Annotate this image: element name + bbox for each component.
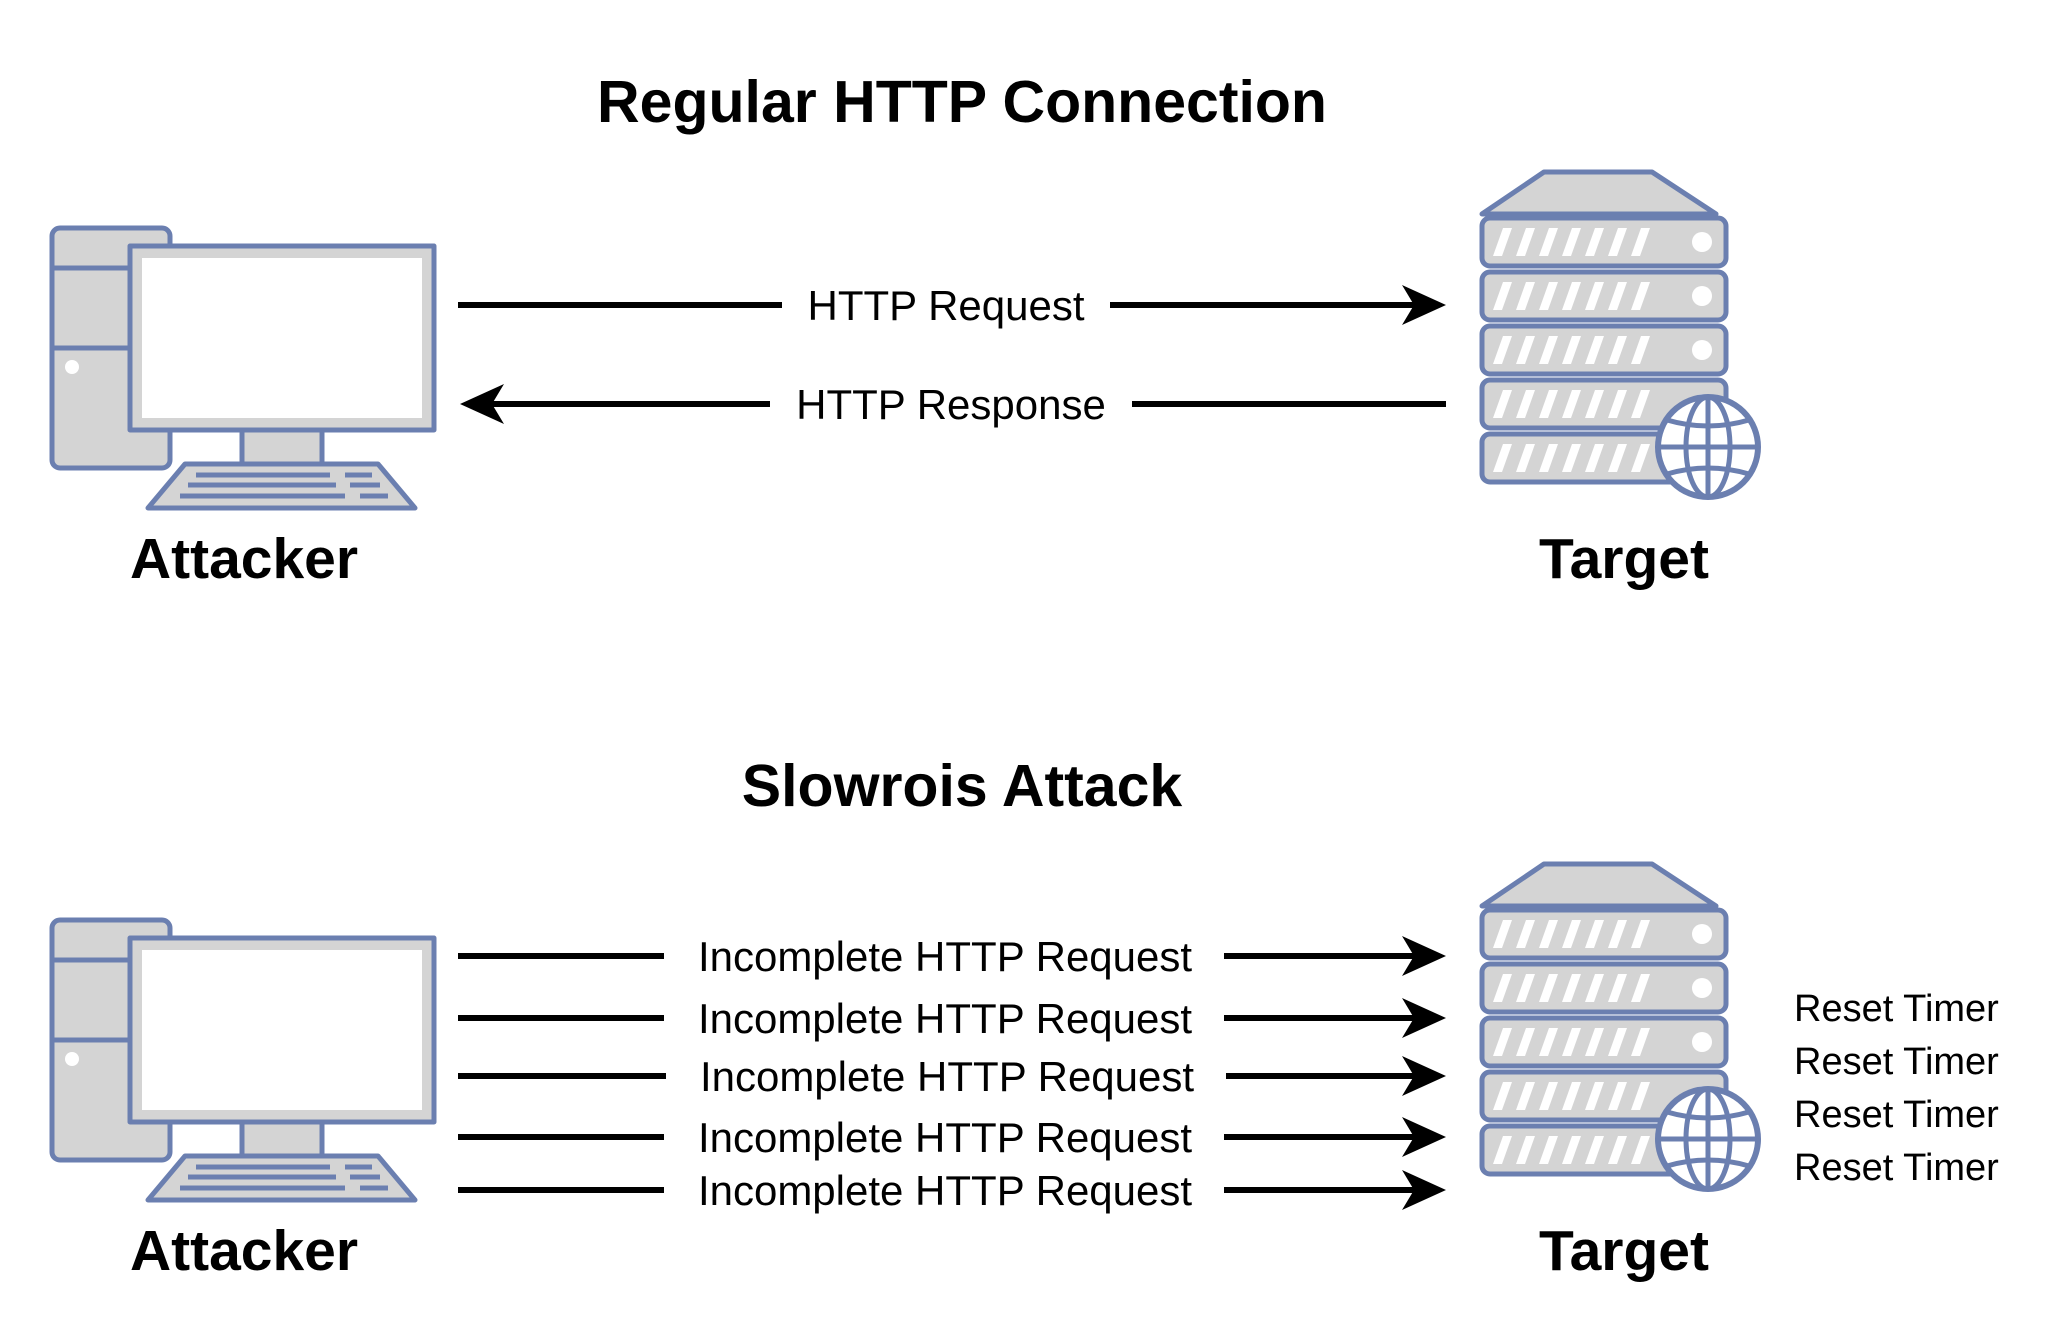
edge-http-response: HTTP Response [460, 381, 1446, 428]
attacker-label: Attacker [130, 1219, 358, 1283]
reset-timer-note: Reset Timer [1794, 1147, 1999, 1189]
edge-label: Incomplete HTTP Request [698, 1167, 1192, 1214]
edge-label: Incomplete HTTP Request [698, 1114, 1192, 1161]
reset-timer-note: Reset Timer [1794, 1041, 1999, 1083]
edge-label: HTTP Request [808, 282, 1085, 329]
arrowhead-right [1402, 285, 1446, 325]
section-title: Slowrois Attack [742, 753, 1183, 819]
target-label: Target [1539, 1219, 1709, 1283]
edge-incomplete-request-1: Incomplete HTTP Request [458, 933, 1446, 980]
edge-incomplete-request-4: Incomplete HTTP Request [458, 1114, 1446, 1161]
arrowhead-right [1402, 1170, 1446, 1210]
edge-incomplete-request-3: Incomplete HTTP Request [458, 1053, 1446, 1100]
arrowhead-right [1402, 998, 1446, 1038]
section-title: Regular HTTP Connection [597, 69, 1327, 135]
desktop-computer-icon [52, 228, 434, 508]
edge-label: Incomplete HTTP Request [698, 933, 1192, 980]
section-slowloris: Slowrois Attack Attacker Target Incomple… [52, 753, 1999, 1283]
edge-label: Incomplete HTTP Request [700, 1053, 1194, 1100]
edge-http-request: HTTP Request [458, 282, 1446, 329]
web-server-icon [1482, 172, 1758, 497]
edge-label: HTTP Response [796, 381, 1106, 428]
arrowhead-right [1402, 1117, 1446, 1157]
section-regular: Regular HTTP Connection Attacker Target … [52, 69, 1758, 591]
web-server-icon [1482, 864, 1758, 1189]
arrowhead-left [460, 384, 504, 424]
desktop-computer-icon [52, 920, 434, 1200]
edge-incomplete-request-2: Incomplete HTTP Request [458, 995, 1446, 1042]
edge-label: Incomplete HTTP Request [698, 995, 1192, 1042]
reset-timer-note: Reset Timer [1794, 1094, 1999, 1136]
arrowhead-right [1402, 1056, 1446, 1096]
edge-incomplete-request-5: Incomplete HTTP Request [458, 1167, 1446, 1214]
arrowhead-right [1402, 936, 1446, 976]
target-label: Target [1539, 527, 1709, 591]
reset-timer-note: Reset Timer [1794, 988, 1999, 1030]
attacker-label: Attacker [130, 527, 358, 591]
